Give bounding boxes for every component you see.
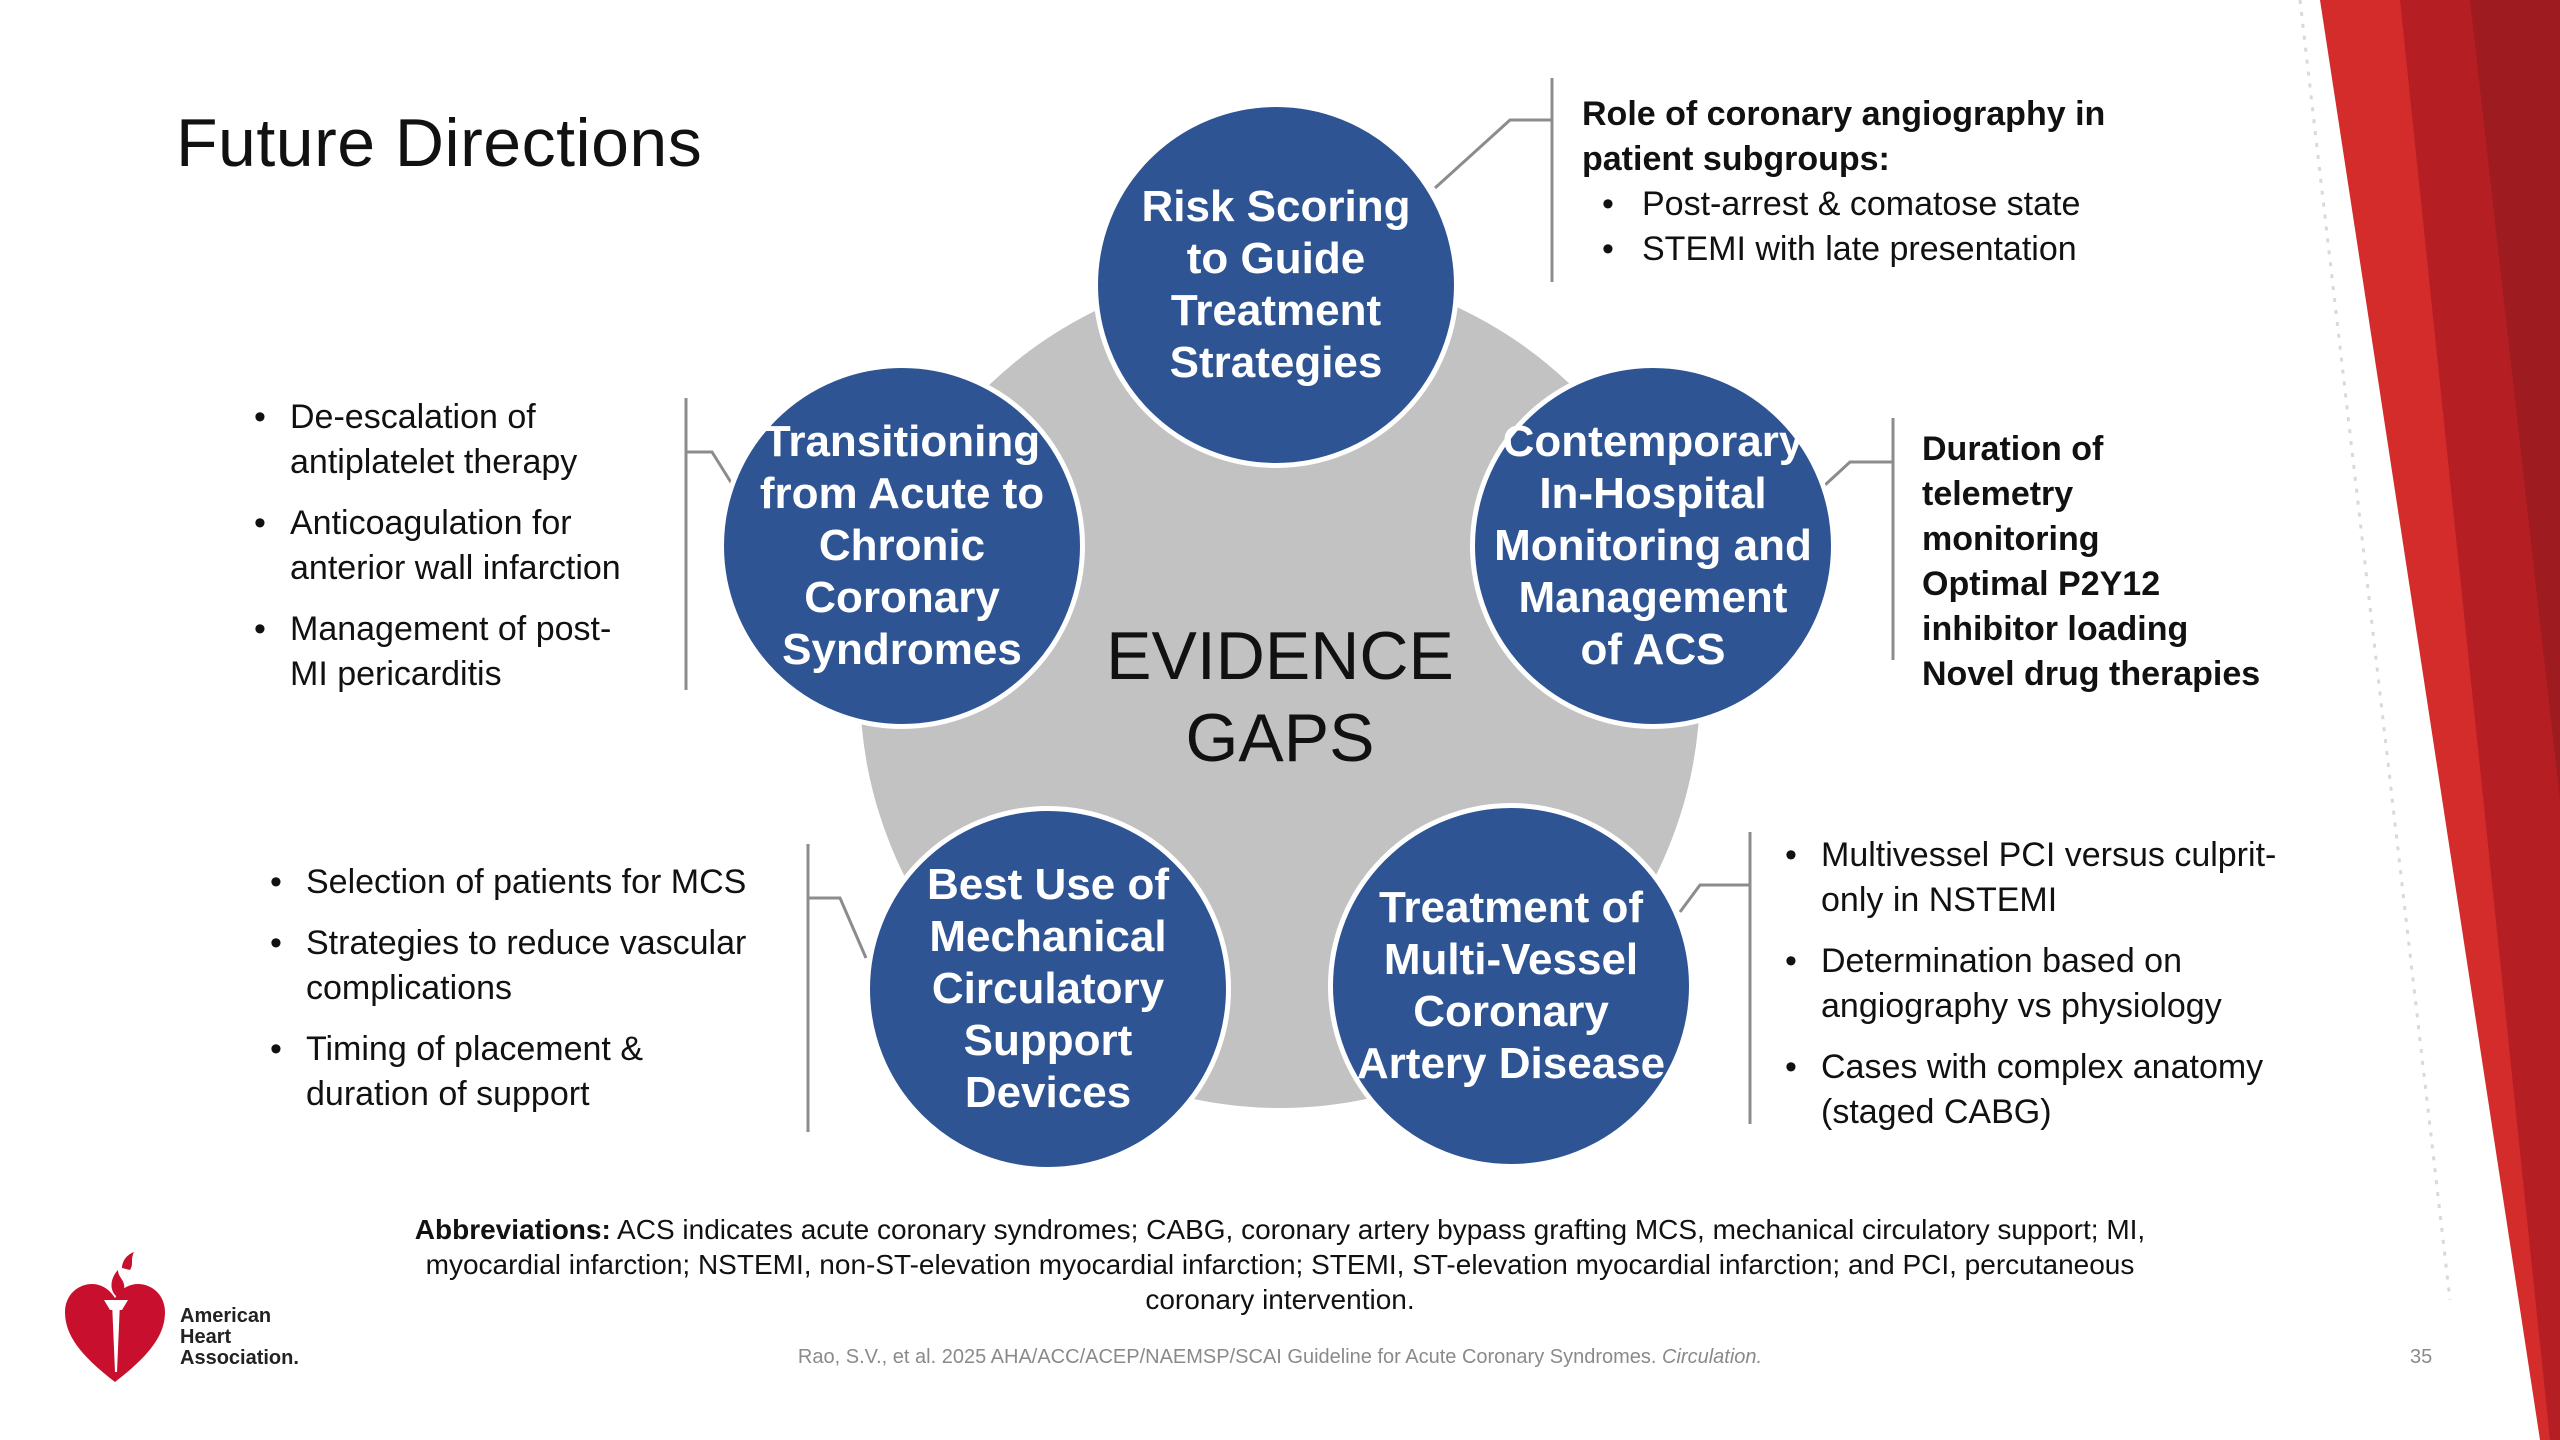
- logo-text-line1: American: [180, 1305, 272, 1327]
- bullet-glyph: •: [1785, 1048, 1797, 1086]
- callout-monitoring: Duration of telemetry monitoring Optimal…: [1922, 427, 2302, 697]
- callout-risk-item-1: Post-arrest & comatose state: [1642, 185, 2081, 223]
- abbreviations-line1: Abbreviations: ACS indicates acute coron…: [380, 1212, 2180, 1247]
- callout-multivessel-item-3-line2: (staged CABG): [1821, 1093, 2052, 1131]
- node-mechanical-support: Best Use of Mechanical Circulatory Suppo…: [865, 806, 1231, 1172]
- logo-text-line3: Association.: [180, 1347, 299, 1369]
- list-item: • De-escalation of antiplatelet therapy: [254, 395, 674, 485]
- bullet-glyph: •: [1785, 942, 1797, 980]
- connector-transition: [686, 450, 734, 485]
- callout-risk: Role of coronary angiography in patient …: [1582, 92, 2142, 272]
- citation: Rao, S.V., et al. 2025 AHA/ACC/ACEP/NAEM…: [500, 1346, 2060, 1369]
- abbreviations-text-2: myocardial infarction; NSTEMI, non-ST-el…: [425, 1249, 2135, 1280]
- callout-risk-heading-line1: Role of coronary angiography in: [1582, 95, 2106, 133]
- bullet-glyph: •: [254, 610, 266, 648]
- callout-transition-item-2-line1: Anticoagulation for: [290, 504, 572, 542]
- list-item: • Management of post- MI pericarditis: [254, 607, 674, 697]
- bullet-glyph: •: [270, 924, 282, 962]
- hub-label-line1: EVIDENCE: [1106, 618, 1454, 694]
- callout-transition-item-2-line2: anterior wall infarction: [290, 549, 621, 587]
- abbreviations-note: Abbreviations: ACS indicates acute coron…: [380, 1212, 2180, 1317]
- page-number: 35: [2410, 1346, 2433, 1368]
- callout-transition-item-3-line2: MI pericarditis: [290, 655, 502, 693]
- list-item: • Timing of placement & duration of supp…: [270, 1027, 790, 1117]
- abbreviations-text-3: coronary intervention.: [1145, 1284, 1415, 1315]
- node-risk-scoring: Risk Scoring to Guide Treatment Strategi…: [1093, 102, 1459, 468]
- callout-risk-heading-line2: patient subgroups:: [1582, 140, 1890, 178]
- callout-mcs: • Selection of patients for MCS • Strate…: [270, 860, 790, 1133]
- callout-risk-item-2: STEMI with late presentation: [1642, 230, 2077, 268]
- bullet-glyph: •: [270, 863, 282, 901]
- node-multivessel-disease: Treatment of Multi-Vessel Coronary Arter…: [1328, 803, 1694, 1169]
- list-item: • Selection of patients for MCS: [270, 860, 790, 905]
- citation-text: Rao, S.V., et al. 2025 AHA/ACC/ACEP/NAEM…: [797, 1346, 1663, 1368]
- callout-monitoring-line-5: inhibitor loading: [1922, 610, 2189, 648]
- callout-multivessel-item-2-line2: angiography vs physiology: [1821, 987, 2222, 1025]
- callout-transition: • De-escalation of antiplatelet therapy …: [254, 395, 674, 713]
- callout-multivessel-item-2-line1: Determination based on: [1821, 942, 2183, 980]
- bullet-glyph: •: [254, 398, 266, 436]
- abbreviations-text-1: ACS indicates acute coronary syndromes; …: [610, 1214, 2146, 1245]
- callout-mcs-item-3-line1: Timing of placement &: [306, 1030, 643, 1068]
- list-item: • Strategies to reduce vascular complica…: [270, 921, 790, 1011]
- list-item: • Determination based on angiography vs …: [1785, 939, 2285, 1029]
- bullet-glyph: •: [1602, 230, 1614, 268]
- abbreviations-label: Abbreviations:: [414, 1214, 611, 1245]
- callout-multivessel-item-1-line1: Multivessel PCI versus culprit-: [1821, 836, 2277, 874]
- callout-monitoring-line-4: Optimal P2Y12: [1922, 565, 2161, 603]
- logo-text: American Heart Association.: [180, 1306, 299, 1369]
- hub-label: EVIDENCE GAPS: [1080, 615, 1480, 779]
- connector-monitoring: [1823, 460, 1893, 487]
- citation-journal: Circulation.: [1662, 1346, 1763, 1368]
- bullet-glyph: •: [1785, 836, 1797, 874]
- connector-risk: [1433, 118, 1552, 190]
- callout-mcs-item-3-line2: duration of support: [306, 1075, 590, 1113]
- bullet-glyph: •: [1602, 185, 1614, 223]
- node-in-hospital-monitoring: Contemporary In-Hospital Monitoring and …: [1470, 363, 1836, 729]
- bullet-glyph: •: [270, 1030, 282, 1068]
- callout-monitoring-line-6: Novel drug therapies: [1922, 655, 2261, 693]
- hub-label-line2: GAPS: [1185, 700, 1375, 776]
- connector-mcs: [808, 896, 868, 959]
- connector-multivessel: [1678, 883, 1750, 913]
- callout-monitoring-line-3: monitoring: [1922, 520, 2100, 558]
- heart-torch-logo-icon: [65, 1252, 165, 1382]
- list-item: • Cases with complex anatomy (staged CAB…: [1785, 1045, 2285, 1135]
- callout-mcs-item-2-line2: complications: [306, 969, 512, 1007]
- callout-multivessel: • Multivessel PCI versus culprit- only i…: [1785, 833, 2285, 1151]
- page-title: Future Directions: [176, 105, 703, 181]
- list-item: • Anticoagulation for anterior wall infa…: [254, 501, 674, 591]
- callout-mcs-item-2-line1: Strategies to reduce vascular: [306, 924, 747, 962]
- callout-multivessel-item-1-line2: only in NSTEMI: [1821, 881, 2058, 919]
- callout-mcs-item-1-line1: Selection of patients for MCS: [306, 863, 747, 901]
- node-transitioning-syndromes: Transitioning from Acute to Chronic Coro…: [719, 363, 1085, 729]
- bullet-glyph: •: [254, 504, 266, 542]
- logo-text-line2: Heart: [180, 1326, 232, 1348]
- list-item: • Post-arrest & comatose state: [1582, 182, 2142, 227]
- list-item: • STEMI with late presentation: [1582, 227, 2142, 272]
- callout-monitoring-line-2: telemetry: [1922, 475, 2074, 513]
- callout-transition-item-3-line1: Management of post-: [290, 610, 612, 648]
- callout-transition-item-1-line1: De-escalation of: [290, 398, 536, 436]
- callout-multivessel-item-3-line1: Cases with complex anatomy: [1821, 1048, 2264, 1086]
- list-item: • Multivessel PCI versus culprit- only i…: [1785, 833, 2285, 923]
- callout-monitoring-line-1: Duration of: [1922, 430, 2104, 468]
- callout-transition-item-1-line2: antiplatelet therapy: [290, 443, 578, 481]
